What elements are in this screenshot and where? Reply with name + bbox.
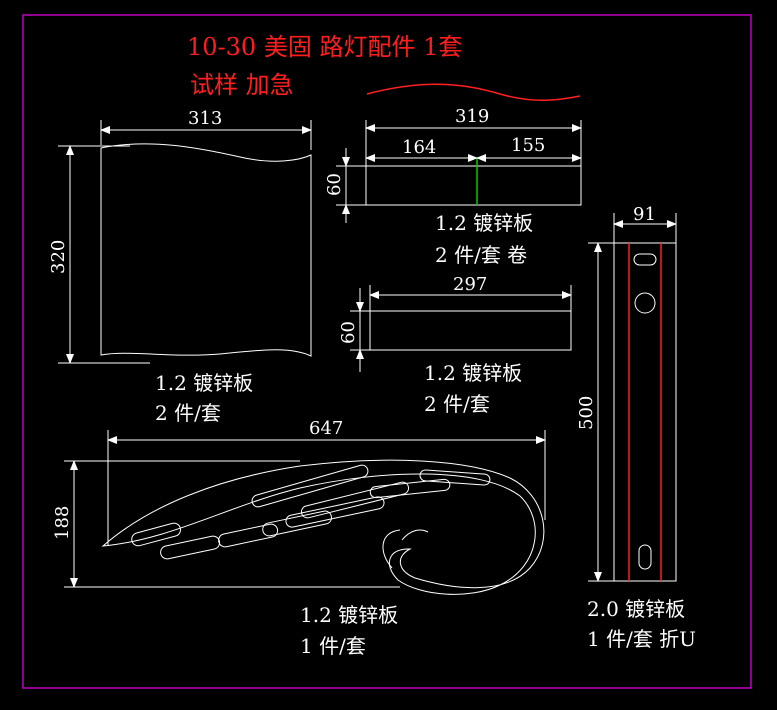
part-4-height: 500 [576,396,597,430]
part-5-width: 647 [309,418,343,439]
wing-slots [131,464,491,560]
part-1-quantity: 2 件/套 [155,401,221,425]
part-3-width: 297 [453,274,487,295]
part-4-bracket: 91 500 2.0 镀锌板 1 件/套 折U [576,204,696,651]
part-5-wing: 647 188 1.2 镀锌板 1 件/套 [52,418,546,658]
slot-bottom [638,544,652,570]
part-5-height: 188 [52,506,73,540]
part-2-left-width: 164 [402,137,436,158]
red-wave-curve [366,83,581,101]
part-5-quantity: 1 件/套 [300,634,366,658]
part-3-height: 60 [338,321,359,344]
part-3-quantity: 2 件/套 [424,392,490,416]
part-1-panel: 313 320 1.2 镀锌板 2 件/套 [48,108,312,425]
part-2-total-width: 319 [455,106,489,127]
part-3-strip: 297 60 1.2 镀锌板 2 件/套 [338,274,572,416]
drawing-frame [22,14,752,689]
part-4-material: 2.0 镀锌板 [587,597,685,621]
part-2-strip: 319 164 155 60 1.2 镀锌板 2 件/套 卷 [324,106,582,267]
part-5-material: 1.2 镀锌板 [300,603,398,627]
part-3-material: 1.2 镀锌板 [424,361,522,385]
slot-top [633,253,657,266]
part-1-height: 320 [48,240,69,274]
title-line-2: 试样 加急 [190,71,294,99]
part-4-quantity: 1 件/套 折U [587,627,696,651]
part-4-width: 91 [633,204,656,225]
part-1-width: 313 [188,108,222,129]
title-line-1: 10-30 美固 路灯配件 1套 [187,33,462,61]
part-2-height: 60 [324,173,345,196]
mount-hole [634,292,656,314]
part-2-material: 1.2 镀锌板 [435,211,533,235]
part-2-right-width: 155 [511,135,545,156]
part-2-quantity: 2 件/套 卷 [435,243,527,267]
part-1-material: 1.2 镀锌板 [155,371,253,395]
